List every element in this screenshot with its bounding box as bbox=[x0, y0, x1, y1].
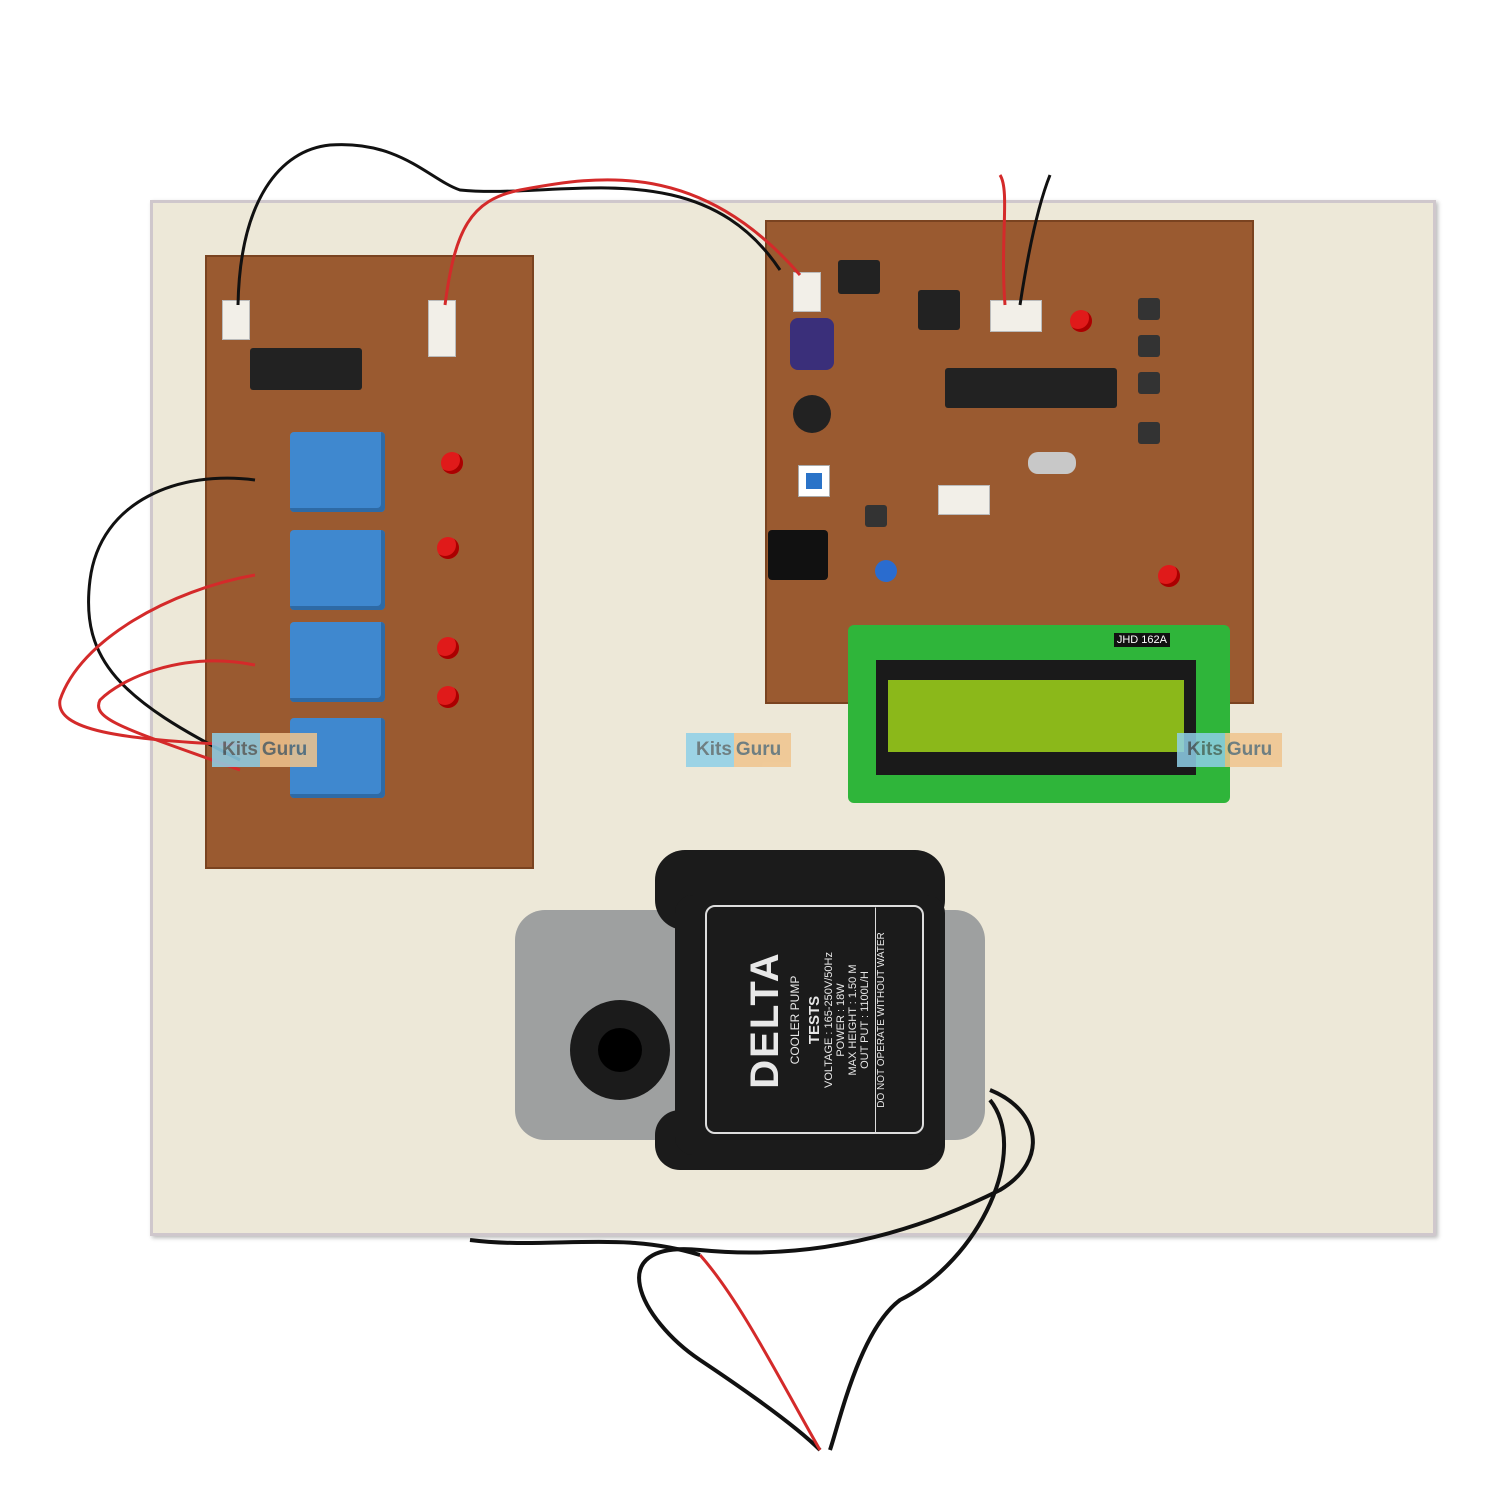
voltage-regulator bbox=[838, 260, 880, 294]
capacitor bbox=[790, 318, 834, 370]
pump-spec-voltage: VOLTAGE : 165-250V/50Hz bbox=[822, 951, 835, 1088]
dc-jack bbox=[768, 530, 828, 580]
potentiometer bbox=[875, 560, 897, 582]
push-button bbox=[1138, 372, 1160, 394]
pump-subtitle: COOLER PUMP bbox=[787, 975, 802, 1064]
microcontroller-ic bbox=[945, 368, 1117, 408]
push-button bbox=[1138, 335, 1160, 357]
watermark-kits: Kits bbox=[212, 733, 260, 767]
crystal-oscillator bbox=[1028, 452, 1076, 474]
pump-spec-output: OUT PUT : 1100L/H bbox=[858, 970, 871, 1069]
watermark-kits: Kits bbox=[1177, 733, 1225, 767]
watermark-guru: Guru bbox=[733, 733, 792, 767]
indicator-led bbox=[437, 686, 459, 708]
pump-warning: DO NOT OPERATE WITHOUT WATER bbox=[874, 907, 887, 1132]
driver-ic bbox=[250, 348, 362, 390]
watermark-guru: Guru bbox=[1224, 733, 1283, 767]
watermark-kits: Kits bbox=[686, 733, 734, 767]
lcd-screen bbox=[888, 680, 1184, 752]
pump-spec-power: POWER : 18W bbox=[834, 982, 847, 1057]
reset-button bbox=[865, 505, 887, 527]
eight-pin-ic bbox=[918, 290, 960, 330]
lcd-module: JHD 162A bbox=[848, 625, 1230, 803]
pump-label: DELTA COOLER PUMP TESTS VOLTAGE : 165-25… bbox=[705, 905, 924, 1134]
connector bbox=[938, 485, 990, 515]
push-button bbox=[1138, 298, 1160, 320]
lcd-bezel bbox=[876, 660, 1196, 775]
status-led bbox=[1070, 310, 1092, 332]
pump-brand: DELTA bbox=[742, 950, 787, 1089]
relay-2 bbox=[290, 530, 385, 610]
buzzer bbox=[793, 395, 831, 433]
status-led bbox=[1158, 565, 1180, 587]
connector bbox=[428, 300, 456, 357]
connector bbox=[793, 272, 821, 312]
indicator-led bbox=[437, 637, 459, 659]
power-switch bbox=[798, 465, 830, 497]
pump-cover bbox=[675, 895, 945, 1155]
indicator-led bbox=[441, 452, 463, 474]
lcd-model-label: JHD 162A bbox=[1113, 633, 1170, 647]
connector bbox=[222, 300, 250, 340]
relay-3 bbox=[290, 622, 385, 702]
watermark-guru: Guru bbox=[259, 733, 318, 767]
connector bbox=[990, 300, 1042, 332]
pump-heading: TESTS bbox=[805, 995, 823, 1044]
push-button bbox=[1138, 422, 1160, 444]
pump-outlet bbox=[570, 1000, 670, 1100]
relay-1 bbox=[290, 432, 385, 512]
indicator-led bbox=[437, 537, 459, 559]
pump-spec-height: MAX HEIGHT : 1.50 M bbox=[846, 963, 859, 1076]
water-pump: DELTA COOLER PUMP TESTS VOLTAGE : 165-25… bbox=[510, 850, 990, 1170]
